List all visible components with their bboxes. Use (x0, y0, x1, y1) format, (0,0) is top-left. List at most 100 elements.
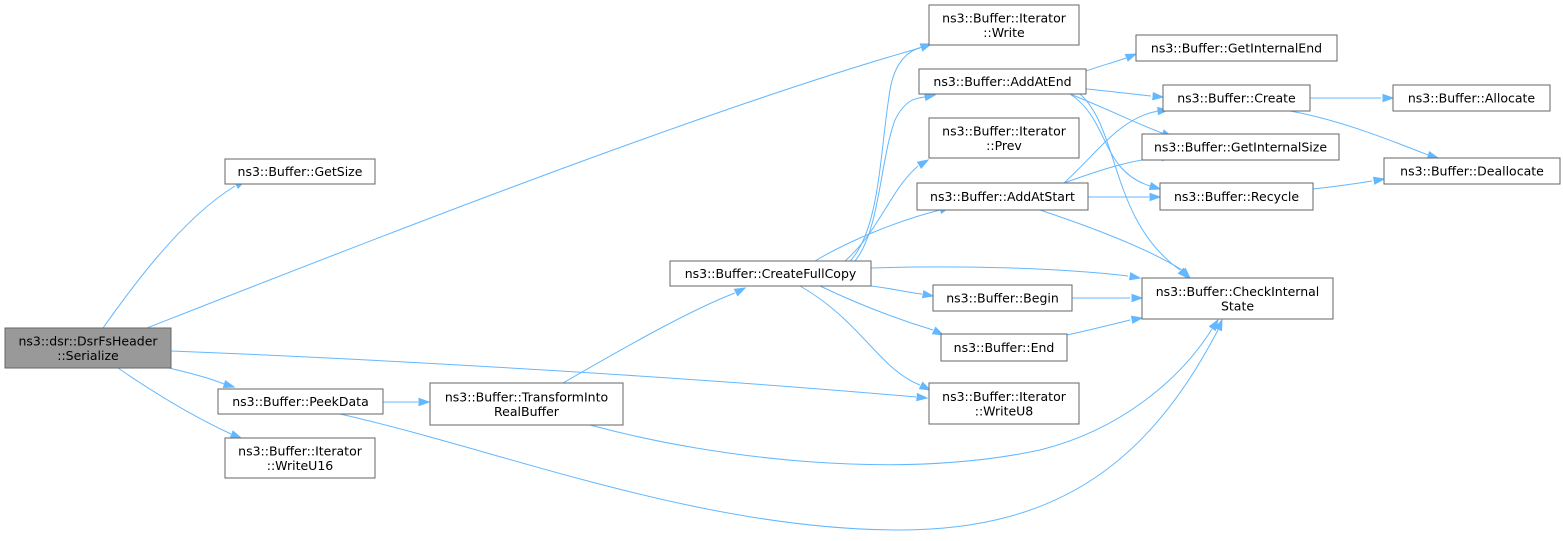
node-box[interactable] (669, 260, 872, 287)
edge-arrowhead (733, 287, 747, 297)
edge-line (170, 350, 917, 398)
edge-begin-to-checkinternal (1071, 293, 1144, 303)
node-box[interactable] (940, 333, 1068, 362)
node-label: ns3::Buffer::CreateFullCopy (685, 266, 857, 281)
node-box[interactable] (918, 68, 1087, 95)
node-label: ns3::Buffer::GetSize (238, 164, 363, 179)
node-deallocate[interactable]: ns3::Buffer::Deallocate (1383, 157, 1561, 185)
edge-transform-to-checkinternal (589, 318, 1219, 466)
node-box[interactable] (932, 284, 1073, 312)
edge-line (1085, 88, 1152, 97)
node-label: ::Prev (986, 138, 1022, 153)
edge-createfullcopy-to-end (819, 285, 945, 336)
node-box[interactable] (224, 158, 376, 185)
node-recycle[interactable]: ns3::Buffer::Recycle (1159, 182, 1314, 211)
node-prev[interactable]: ns3::Buffer::Iterator::Prev (928, 117, 1080, 159)
edge-addatend-to-create (1085, 88, 1165, 101)
edge-addatend-to-recycle (1069, 93, 1162, 191)
edge-createfullcopy-to-addatstart (814, 205, 952, 262)
node-createfullcopy[interactable]: ns3::Buffer::CreateFullCopy (669, 260, 872, 287)
edge-peekdata-to-transform (383, 397, 431, 407)
node-peekdata[interactable]: ns3::Buffer::PeekData (217, 388, 384, 415)
edge-serialize-to-getsize (102, 179, 247, 329)
node-box[interactable] (1162, 84, 1311, 112)
edge-line (814, 209, 941, 262)
edge-arrowhead (1382, 93, 1395, 103)
node-box[interactable] (217, 388, 384, 415)
node-label: ns3::Buffer::Iterator (942, 389, 1067, 404)
node-box[interactable] (1392, 84, 1551, 112)
node-label: ns3::Buffer::AddAtStart (930, 189, 1075, 204)
node-box[interactable] (928, 4, 1080, 46)
node-label: State (1221, 298, 1254, 313)
node-box[interactable] (928, 117, 1080, 159)
edge-createfullcopy-to-prev (844, 159, 930, 262)
edge-createfullcopy-to-writeu8 (799, 285, 932, 391)
node-writeu8[interactable]: ns3::Buffer::Iterator::WriteU8 (928, 382, 1080, 425)
node-box[interactable] (1159, 182, 1314, 211)
node-addatend[interactable]: ns3::Buffer::AddAtEnd (918, 68, 1087, 95)
edge-line (844, 165, 919, 262)
node-getinternalend[interactable]: ns3::Buffer::GetInternalEnd (1135, 34, 1338, 62)
node-end[interactable]: ns3::Buffer::End (940, 333, 1068, 362)
edge-arrowhead (931, 326, 945, 336)
edge-line (146, 47, 921, 329)
edge-line (1079, 93, 1181, 271)
edge-line (870, 285, 923, 295)
node-box[interactable] (916, 182, 1089, 211)
node-label: ns3::dsr::DsrFsHeader (18, 333, 158, 348)
node-getinternalsize[interactable]: ns3::Buffer::GetInternalSize (1141, 133, 1340, 161)
edge-line (1069, 93, 1151, 187)
node-label: ns3::Buffer::Allocate (1408, 91, 1536, 106)
node-box[interactable] (4, 327, 172, 369)
node-begin[interactable]: ns3::Buffer::Begin (932, 284, 1073, 312)
edge-line (562, 292, 736, 384)
node-box[interactable] (1141, 133, 1340, 161)
node-label: ::WriteU16 (267, 458, 334, 473)
edge-end-to-checkinternal (1066, 315, 1144, 336)
node-create[interactable]: ns3::Buffer::Create (1162, 84, 1311, 112)
node-box[interactable] (429, 382, 624, 426)
node-box[interactable] (1135, 34, 1338, 62)
edge-arrowhead (1208, 318, 1219, 332)
edge-line (854, 96, 926, 262)
node-label: ns3::Buffer::Iterator (942, 123, 1067, 138)
node-addatstart[interactable]: ns3::Buffer::AddAtStart (916, 182, 1089, 211)
edge-create-to-allocate (1310, 93, 1395, 103)
node-box[interactable] (1383, 157, 1561, 185)
node-serialize[interactable]: ns3::dsr::DsrFsHeader::Serialize (4, 327, 172, 369)
node-box[interactable] (928, 382, 1080, 425)
edge-arrowhead (1214, 318, 1223, 332)
edge-line (102, 185, 236, 329)
node-writeu16[interactable]: ns3::Buffer::Iterator::WriteU16 (224, 437, 376, 479)
node-label: ::Serialize (57, 348, 119, 363)
node-label: ns3::Buffer::PeekData (232, 394, 369, 409)
edge-line (819, 285, 934, 331)
edge-createfullcopy-to-begin (870, 285, 935, 299)
edge-addatend-to-getinternalsize (1069, 93, 1174, 138)
node-allocate[interactable]: ns3::Buffer::Allocate (1392, 84, 1551, 112)
edge-line (168, 367, 225, 385)
edge-arrowhead (921, 289, 935, 299)
edge-line (117, 367, 232, 435)
edge-line (1063, 110, 1159, 184)
node-label: ns3::Buffer::Recycle (1174, 189, 1299, 204)
edge-arrowhead (1130, 315, 1144, 324)
nodes-layer: ns3::dsr::DsrFsHeader::Serializens3::Buf… (4, 4, 1561, 479)
edge-arrowhead (1124, 53, 1138, 62)
edge-line (589, 328, 1213, 466)
node-label: ns3::Buffer::CheckInternal (1156, 284, 1320, 299)
edge-line (799, 285, 921, 386)
node-getsize[interactable]: ns3::Buffer::GetSize (224, 158, 376, 185)
node-label: ns3::Buffer::Iterator (238, 443, 363, 458)
node-box[interactable] (1141, 277, 1334, 320)
node-label: ns3::Buffer::End (954, 340, 1055, 355)
edge-line (870, 266, 1129, 277)
edge-createfullcopy-to-write (849, 43, 933, 262)
edge-arrowhead (1131, 293, 1144, 303)
node-write[interactable]: ns3::Buffer::Iterator::Write (928, 4, 1080, 46)
node-box[interactable] (224, 437, 376, 479)
node-label: RealBuffer (494, 404, 560, 419)
